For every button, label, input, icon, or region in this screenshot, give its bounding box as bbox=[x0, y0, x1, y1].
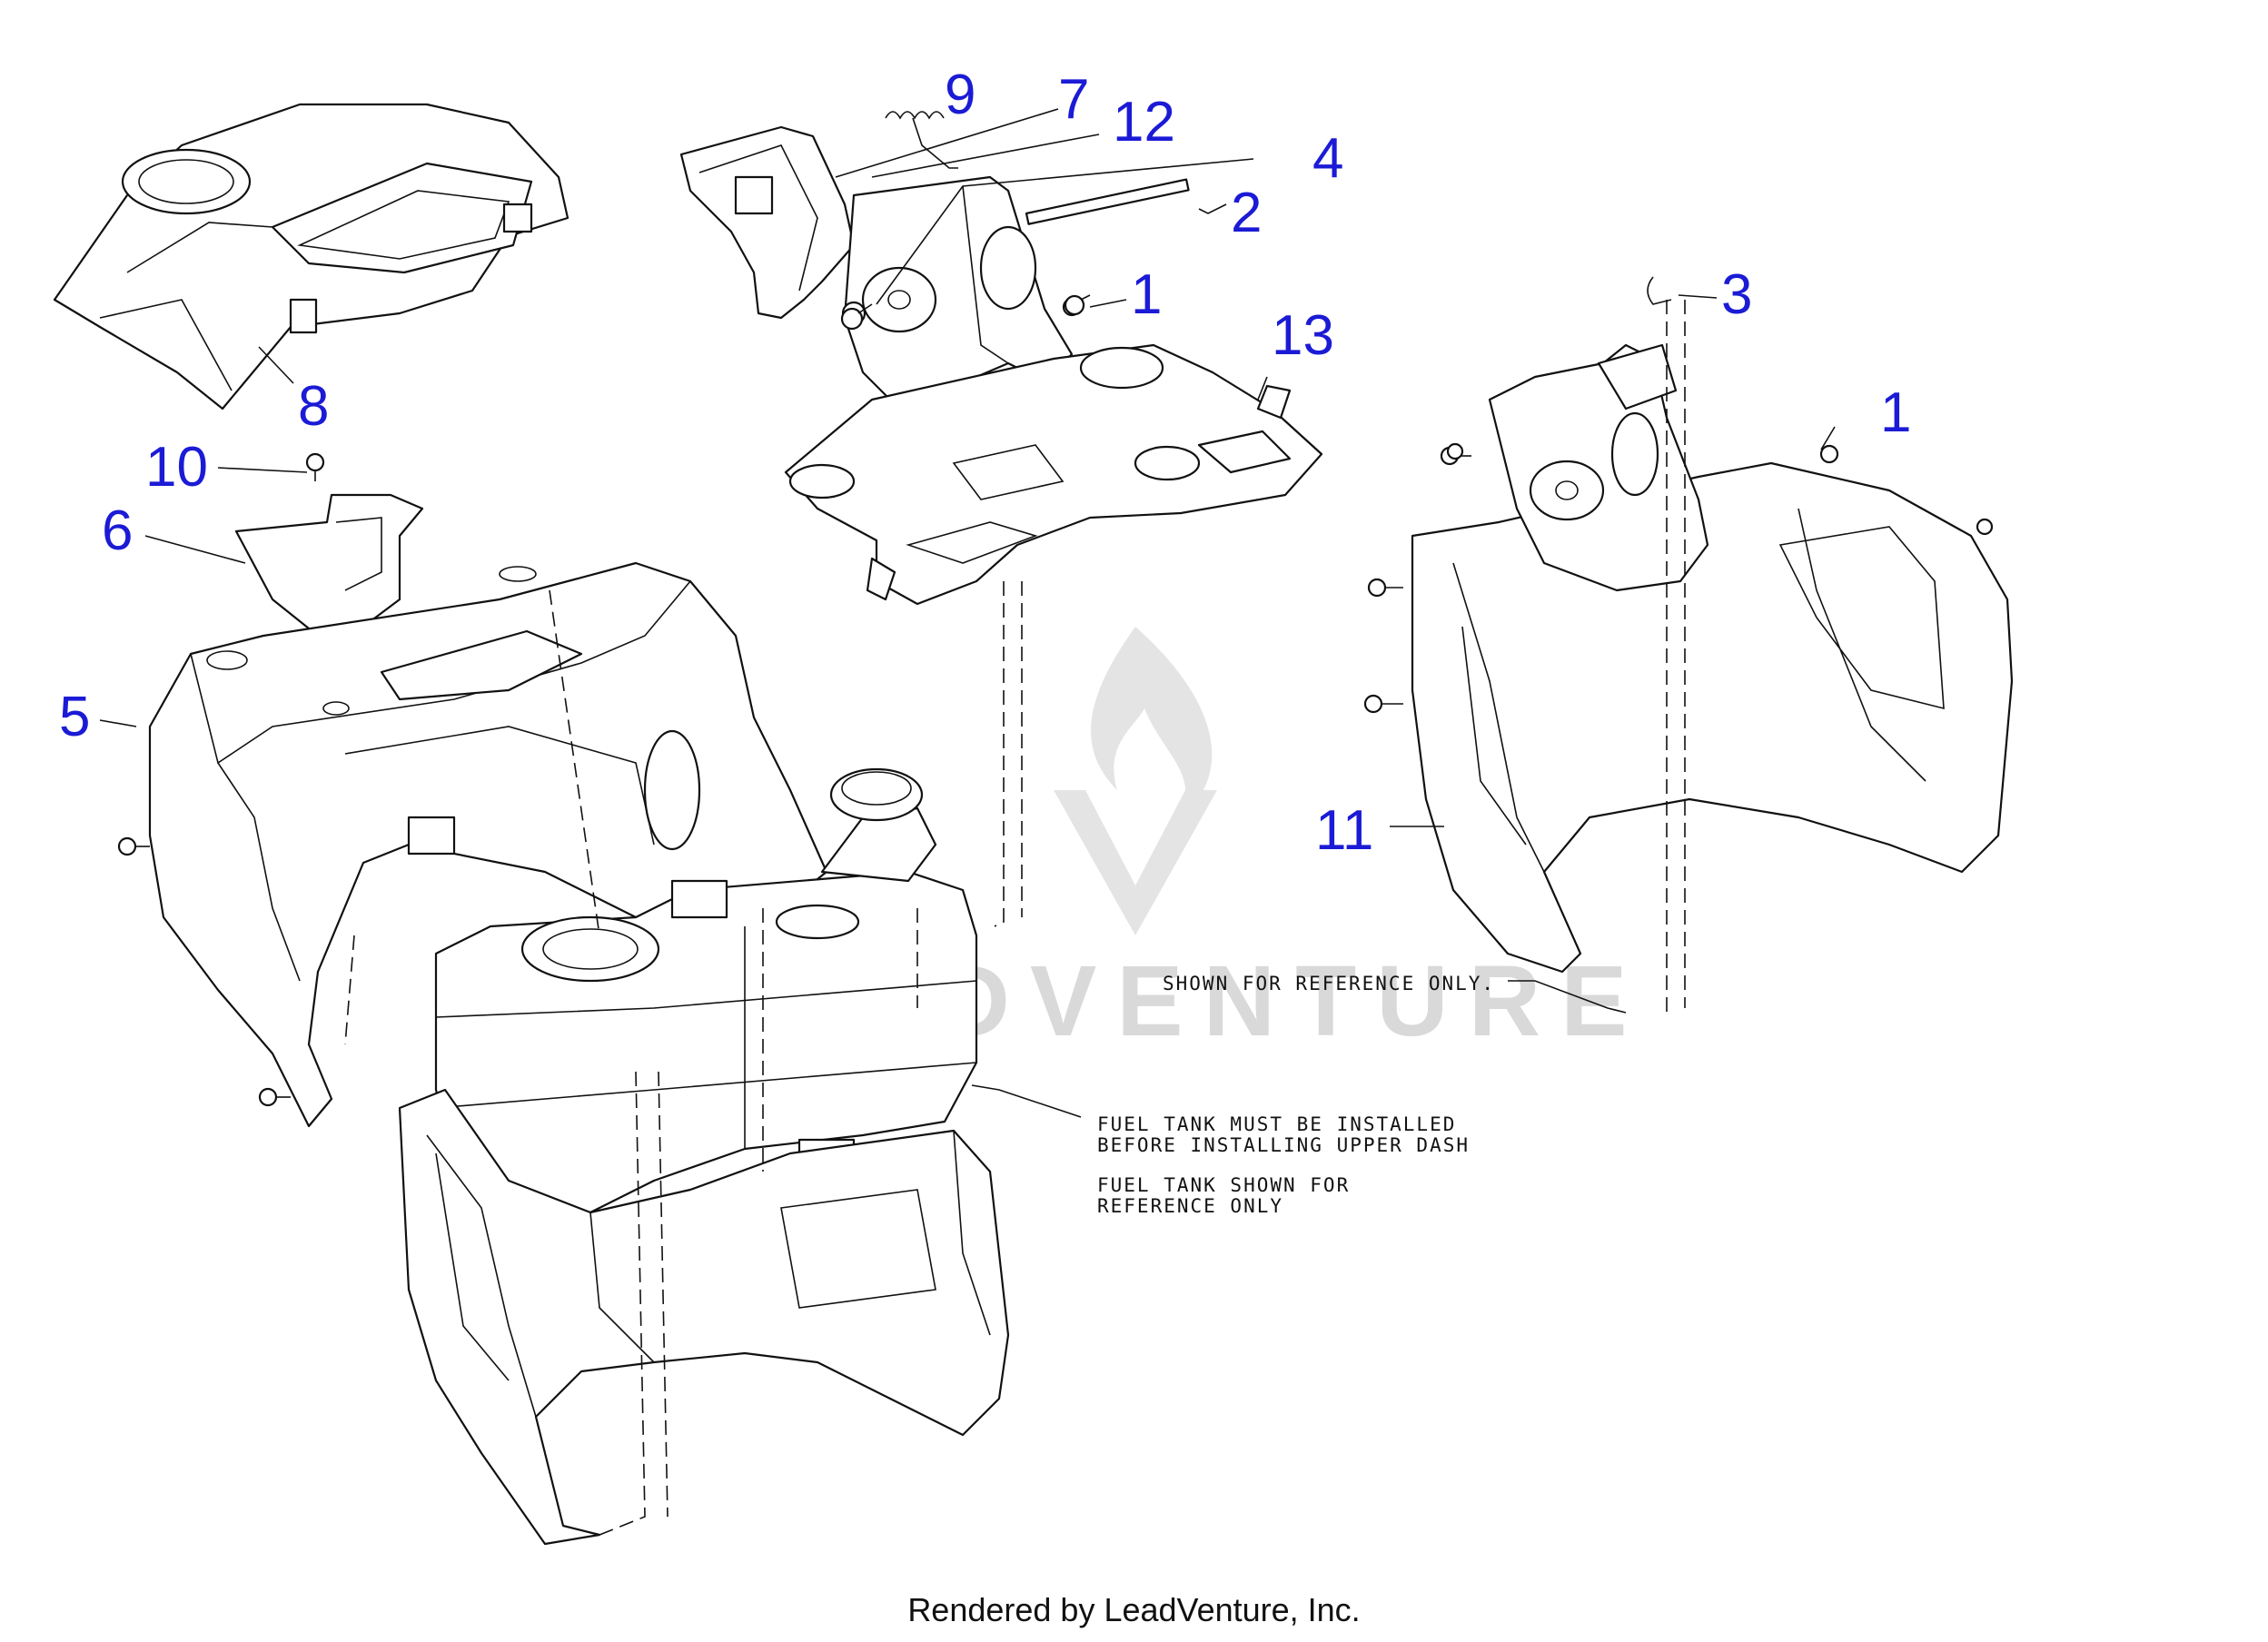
hidden-lines bbox=[344, 300, 1686, 1536]
callout-3: 3 bbox=[1721, 263, 1752, 326]
callout-2: 2 bbox=[1231, 182, 1262, 244]
callouts: 1 1 2 3 4 5 6 7 8 9 10 11 12 13 bbox=[59, 64, 1911, 862]
upper-dash-cover bbox=[53, 103, 569, 410]
note-reference-only: SHOWN FOR REFERENCE ONLY. bbox=[1163, 973, 1495, 994]
notes: SHOWN FOR REFERENCE ONLY. FUEL TANK MUST… bbox=[1097, 973, 1495, 1217]
screw-icon bbox=[1064, 294, 1091, 316]
dash-mount-bracket-right bbox=[1488, 343, 1709, 592]
fasteners bbox=[117, 276, 1994, 1107]
note-fuel-tank-line2: BEFORE INSTALLING UPPER DASH bbox=[1097, 1134, 1470, 1156]
screw-icon bbox=[305, 452, 325, 481]
screw-icon bbox=[840, 303, 873, 331]
spring bbox=[885, 111, 958, 169]
screw-icon bbox=[1446, 442, 1464, 460]
watermark-flame-icon bbox=[1091, 627, 1213, 817]
fuel-tank bbox=[434, 767, 978, 1214]
lower-housing-right bbox=[1411, 461, 2014, 974]
leader-lines bbox=[99, 108, 1836, 1118]
screw-icon bbox=[1363, 694, 1403, 714]
callout-6: 6 bbox=[102, 500, 133, 562]
small-bracket bbox=[234, 493, 424, 638]
callout-1-right: 1 bbox=[1880, 381, 1911, 444]
screw-icon bbox=[1819, 444, 1839, 464]
note-fuel-tank-line1: FUEL TANK MUST BE INSTALLED bbox=[1097, 1113, 1456, 1135]
screw-icon bbox=[1367, 578, 1403, 598]
callout-10: 10 bbox=[145, 436, 208, 499]
watermark-v-icon bbox=[1054, 790, 1217, 935]
dash-mount-bracket bbox=[679, 125, 1190, 401]
note-fuel-tank-ref-line1: FUEL TANK SHOWN FOR bbox=[1097, 1174, 1350, 1196]
callout-9: 9 bbox=[945, 64, 976, 126]
callout-12: 12 bbox=[1113, 91, 1175, 153]
hairpin-clip-icon bbox=[1647, 276, 1672, 305]
screw-icon bbox=[117, 836, 150, 856]
callout-4: 4 bbox=[1312, 127, 1343, 190]
callout-7: 7 bbox=[1058, 68, 1089, 131]
screw-icon bbox=[1976, 518, 1994, 536]
callout-8: 8 bbox=[298, 375, 329, 438]
lower-housing-left bbox=[398, 1088, 1010, 1546]
callout-5: 5 bbox=[59, 686, 90, 748]
mounting-plate bbox=[784, 343, 1323, 606]
callout-1-upper: 1 bbox=[1131, 263, 1162, 326]
screw-icon bbox=[258, 1087, 291, 1107]
lower-dash-body bbox=[148, 561, 828, 1128]
footer-credit: Rendered by LeadVenture, Inc. bbox=[907, 1591, 1361, 1628]
callout-11: 11 bbox=[1315, 799, 1373, 862]
callout-13: 13 bbox=[1272, 304, 1334, 367]
note-fuel-tank-ref-line2: REFERENCE ONLY bbox=[1097, 1195, 1283, 1217]
